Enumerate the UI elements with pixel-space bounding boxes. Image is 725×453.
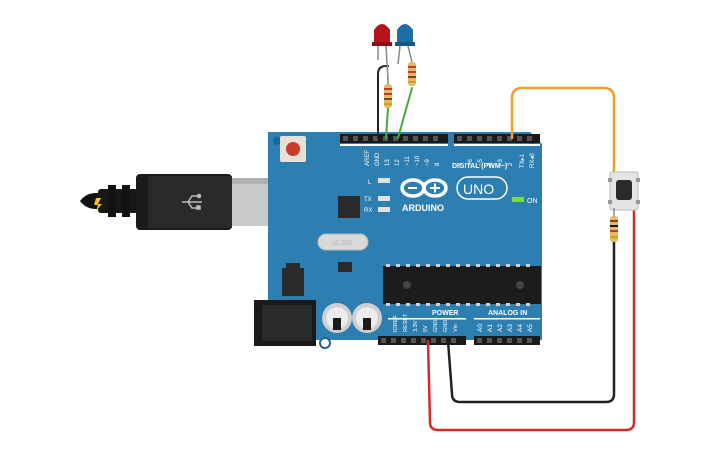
atmega-chip	[383, 264, 541, 306]
svg-text:~9: ~9	[425, 158, 431, 166]
svg-text:RESET: RESET	[403, 313, 409, 332]
svg-text:A5: A5	[527, 324, 534, 332]
power-label: POWER	[432, 310, 458, 317]
svg-text:12: 12	[395, 159, 401, 166]
svg-text:GND: GND	[443, 320, 449, 332]
led-blue[interactable]	[395, 24, 415, 65]
power-pin-labels: IOREF RESET 3.3V 5V GND GND Vin	[393, 313, 459, 332]
wire-red[interactable]	[426, 208, 636, 432]
push-button[interactable]	[608, 171, 640, 211]
mount-hole	[273, 137, 281, 145]
usb-plug	[232, 178, 270, 226]
model-badge	[456, 176, 508, 200]
resistor-button[interactable]	[610, 208, 618, 242]
wire-gnd-led[interactable]	[377, 65, 389, 139]
power-led	[512, 197, 524, 202]
wire-green-13[interactable]	[385, 107, 389, 139]
analog-label: ANALOG IN	[488, 310, 527, 317]
model-label: UNO	[463, 181, 494, 197]
top-pin-labels: AREF GND 13 12 ~11 ~10 ~9 8 7 ~6 ~5 4 ~3…	[365, 150, 536, 168]
brand-label: ARDUINO	[402, 203, 444, 213]
svg-text:3.3V: 3.3V	[413, 320, 419, 332]
svg-text:AREF: AREF	[365, 150, 371, 166]
wire-orange[interactable]	[510, 86, 616, 178]
small-ic	[338, 262, 352, 272]
resistor-blue-led[interactable]	[408, 62, 416, 86]
power-bolt-icon	[94, 198, 102, 211]
on-label: ON	[527, 198, 538, 205]
led-l	[378, 178, 390, 183]
svg-text:~6: ~6	[468, 158, 474, 166]
led-red[interactable]	[372, 24, 392, 81]
svg-text:2: 2	[508, 162, 514, 166]
svg-text:13: 13	[385, 159, 391, 166]
svg-text:A3: A3	[507, 324, 514, 332]
svg-text:A0: A0	[477, 324, 484, 332]
resistor-red-led[interactable]	[384, 78, 392, 108]
led-tx-label: TX	[364, 197, 372, 203]
mount-hole	[319, 337, 331, 349]
led-l-label: L	[368, 180, 372, 186]
voltage-regulator	[282, 268, 304, 296]
crystal	[317, 233, 369, 251]
usb-icon	[182, 193, 202, 210]
svg-text:A1: A1	[487, 324, 494, 332]
svg-text:IOREF: IOREF	[393, 315, 399, 332]
svg-text:7: 7	[458, 162, 464, 166]
capacitor	[352, 303, 382, 333]
svg-text:~3: ~3	[498, 158, 504, 166]
svg-text:~10: ~10	[415, 155, 421, 166]
svg-text:GND: GND	[375, 152, 381, 166]
svg-text:16.000: 16.000	[331, 240, 353, 247]
svg-text:RX◂0: RX◂0	[530, 153, 536, 168]
svg-text:A2: A2	[497, 324, 504, 332]
svg-text:Vin: Vin	[453, 324, 459, 332]
svg-text:5V: 5V	[423, 325, 429, 332]
analog-pin-labels: A0 A1 A2 A3 A4 A5	[477, 324, 534, 332]
led-rx	[378, 207, 390, 212]
arduino-board[interactable]: AREF GND 13 12 ~11 ~10 ~9 8 7 ~6 ~5 4 ~3…	[254, 132, 542, 349]
usb-chip	[338, 196, 360, 218]
usb-cable[interactable]	[80, 174, 270, 230]
svg-text:4: 4	[488, 162, 494, 166]
wire-black[interactable]	[446, 240, 616, 404]
svg-text:TX▸1: TX▸1	[520, 153, 526, 168]
capacitor	[322, 303, 352, 333]
wire-green-12[interactable]	[397, 87, 413, 139]
svg-text:A4: A4	[517, 324, 524, 332]
digital-label: DIGITAL (PWM~)	[452, 163, 507, 170]
svg-text:GND: GND	[433, 320, 439, 332]
led-rx-label: RX	[364, 208, 372, 214]
arduino-logo-icon	[400, 178, 448, 198]
led-tx	[378, 196, 390, 201]
svg-text:8: 8	[435, 162, 441, 166]
svg-text:~11: ~11	[405, 156, 411, 166]
svg-text:~5: ~5	[478, 158, 484, 166]
